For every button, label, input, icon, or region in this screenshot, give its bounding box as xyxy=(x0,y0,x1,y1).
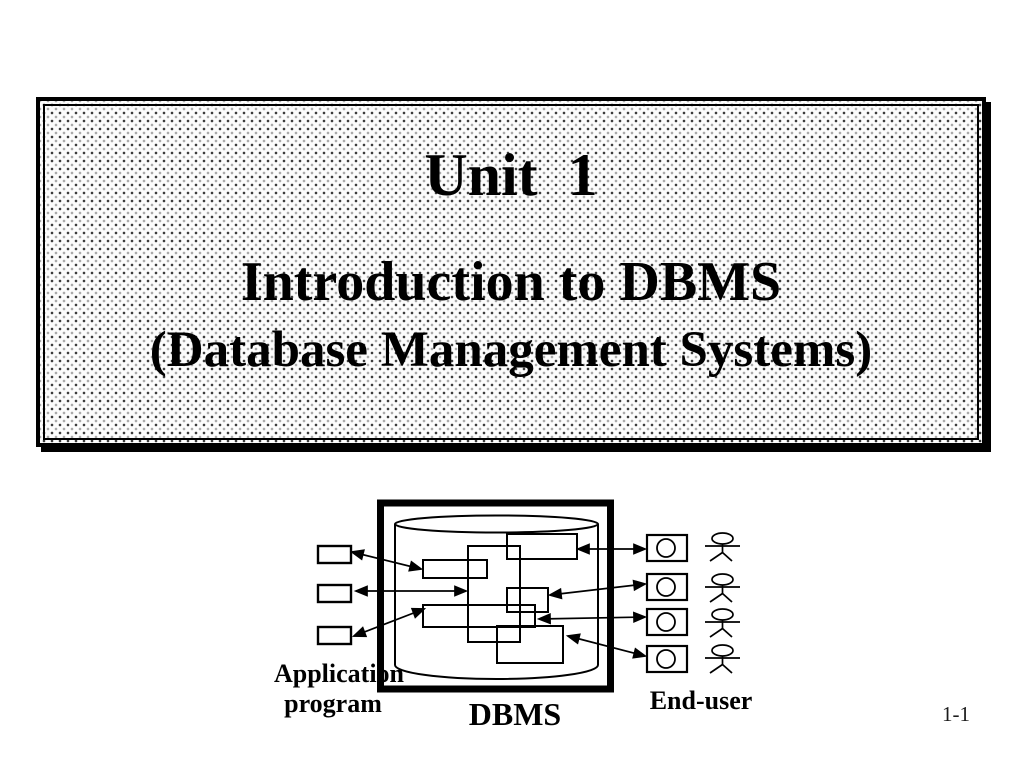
terminal-icon-2 xyxy=(645,572,689,602)
arrow-user-2 xyxy=(547,579,648,600)
arrow-user-1 xyxy=(575,543,648,555)
slide-title-unit: Unit 1 xyxy=(424,142,598,208)
arrow-app-1 xyxy=(349,549,424,572)
database-cylinder-icon xyxy=(394,514,599,680)
slide-title-main: Introduction to DBMS xyxy=(240,251,782,313)
application-program-box-1 xyxy=(316,544,353,565)
db-record-rect-mid-left xyxy=(422,604,536,628)
db-record-rect-tall xyxy=(467,545,521,643)
arrow-user-4 xyxy=(565,633,648,659)
db-record-rect-top-right xyxy=(506,533,578,560)
arrow-user-3 xyxy=(536,611,648,625)
end-user-figure-icon-3 xyxy=(705,608,740,638)
terminal-icon-3 xyxy=(645,607,689,637)
slide-title-sub: (Database Management Systems) xyxy=(149,322,873,378)
application-program-label-line2: program xyxy=(284,689,382,718)
end-user-label: End-user xyxy=(650,686,753,715)
application-program-label-line1: Application xyxy=(274,659,405,688)
db-record-rect-mid-right xyxy=(506,587,549,613)
application-program-box-3 xyxy=(316,625,353,646)
terminal-icon-4 xyxy=(645,644,689,674)
db-record-rect-left xyxy=(422,559,488,579)
end-user-figure-icon-4 xyxy=(705,644,740,674)
page-number: 1-1 xyxy=(942,702,970,726)
terminal-icon-1 xyxy=(645,533,689,563)
db-record-rect-bottom xyxy=(496,625,564,664)
arrow-app-2 xyxy=(353,585,469,597)
end-user-figure-icon-2 xyxy=(705,573,740,603)
title-box: Unit 1 Introduction to DBMS (Database Ma… xyxy=(36,97,986,447)
application-program-box-2 xyxy=(316,583,353,604)
dbms-label: DBMS xyxy=(469,696,561,732)
end-user-figure-icon-1 xyxy=(705,532,740,562)
arrow-app-3 xyxy=(351,607,427,638)
dbms-box xyxy=(377,499,614,693)
